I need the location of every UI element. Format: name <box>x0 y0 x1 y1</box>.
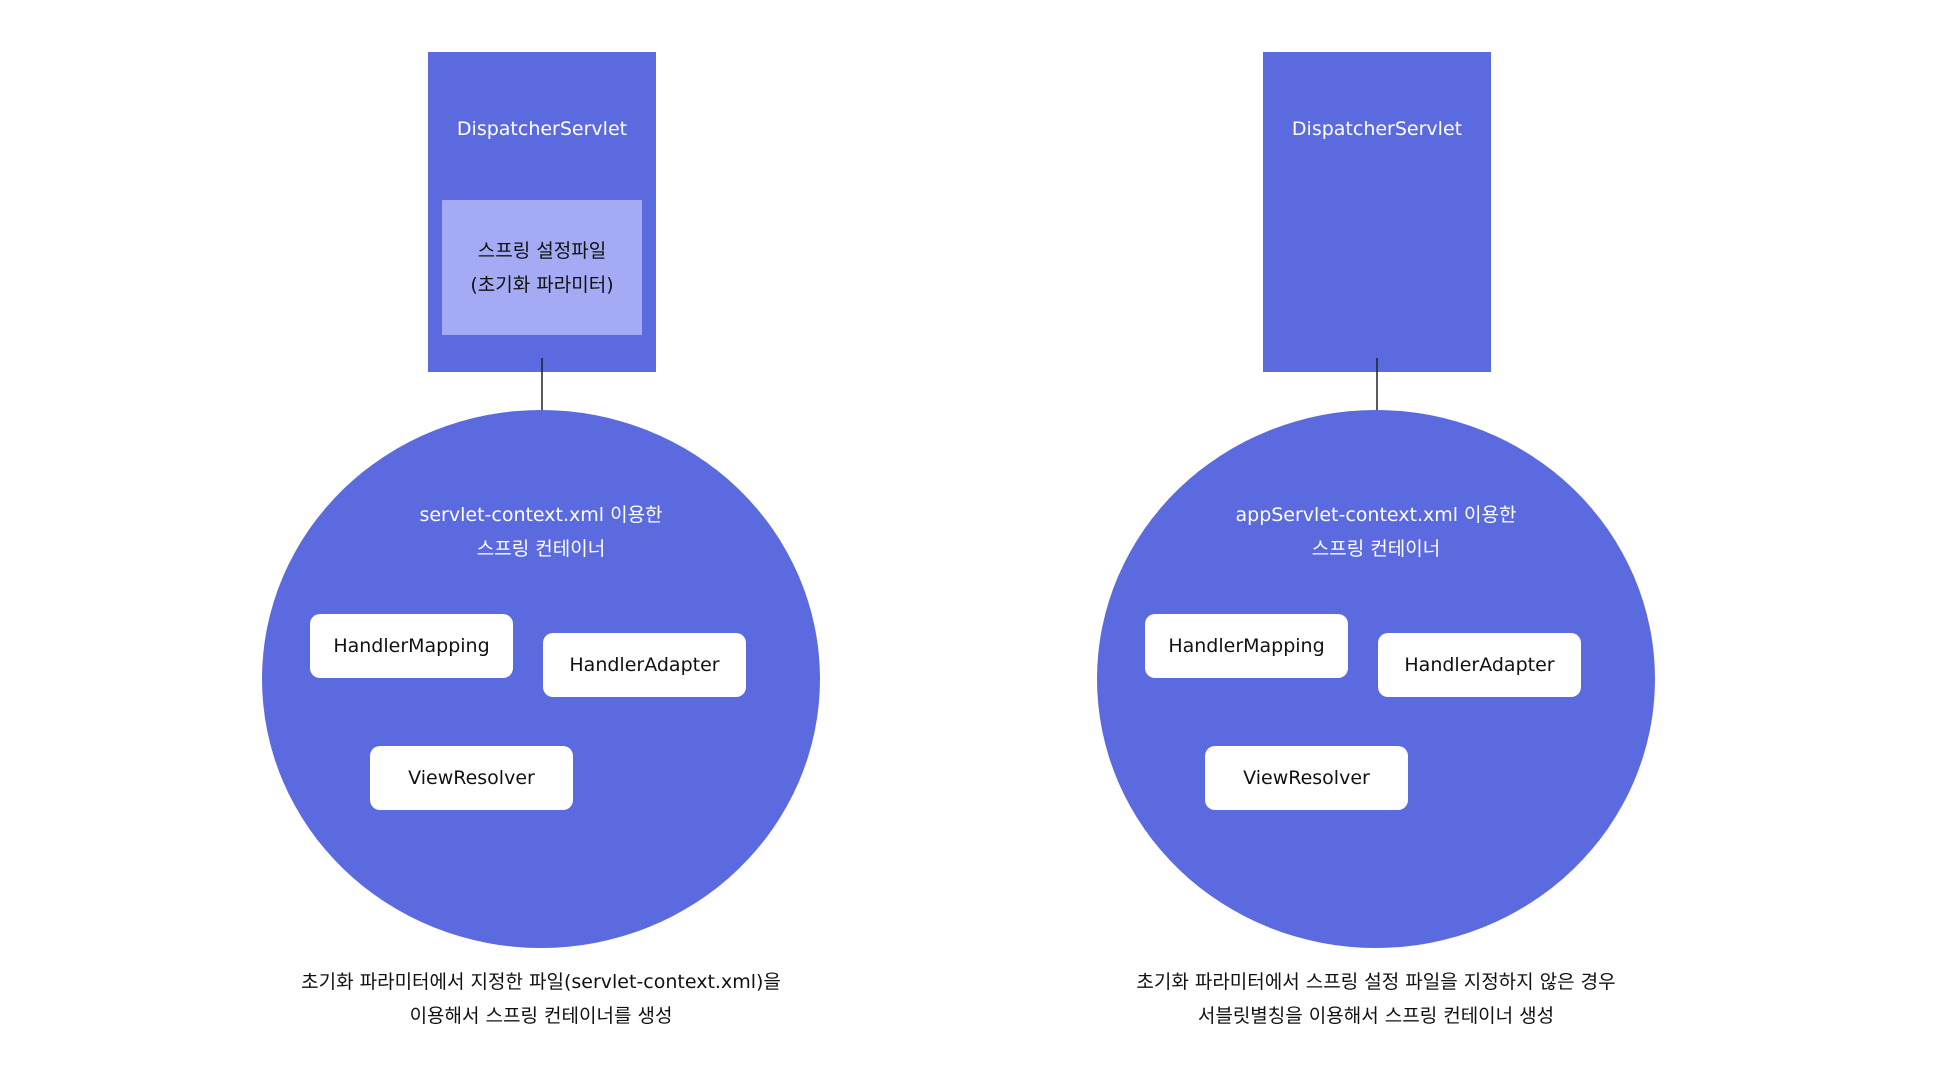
caption-line1: 초기화 파라미터에서 스프링 설정 파일을 지정하지 않은 경우 <box>1136 971 1616 993</box>
spring-container-circle: appServlet-context.xml 이용한 스프링 컨테이너 Hand… <box>1097 410 1655 948</box>
dispatcher-servlet-box: DispatcherServlet 스프링 설정파일 (초기화 파라미터) <box>428 52 656 372</box>
spring-container-circle: servlet-context.xml 이용한 스프링 컨테이너 Handler… <box>262 410 820 948</box>
caption-line2: 이용해서 스프링 컨테이너를 생성 <box>409 1005 673 1027</box>
handler-adapter-bean: HandlerAdapter <box>1378 633 1581 697</box>
container-title-line1: appServlet-context.xml 이용한 <box>1235 504 1517 526</box>
dispatcher-servlet-label: DispatcherServlet <box>456 118 628 140</box>
diagram-caption: 초기화 파라미터에서 스프링 설정 파일을 지정하지 않은 경우 서블릿별칭을 … <box>1035 965 1717 1033</box>
container-title-line2: 스프링 컨테이너 <box>476 538 606 560</box>
container-title: servlet-context.xml 이용한 스프링 컨테이너 <box>262 498 820 566</box>
diagram-with-init-param: DispatcherServlet 스프링 설정파일 (초기화 파라미터) se… <box>200 52 882 1033</box>
config-box-line2: (초기화 파라미터) <box>470 273 614 296</box>
handler-adapter-bean: HandlerAdapter <box>543 633 746 697</box>
dispatcher-servlet-box: DispatcherServlet <box>1263 52 1491 372</box>
container-title-line1: servlet-context.xml 이용한 <box>419 504 663 526</box>
diagram-caption: 초기화 파라미터에서 지정한 파일(servlet-context.xml)을 … <box>200 965 882 1033</box>
view-resolver-bean: ViewResolver <box>1205 746 1408 810</box>
caption-line1: 초기화 파라미터에서 지정한 파일(servlet-context.xml)을 <box>301 971 781 993</box>
config-box-line1: 스프링 설정파일 <box>477 239 607 262</box>
diagram-with-servlet-alias: DispatcherServlet appServlet-context.xml… <box>835 0 1805 1080</box>
handler-mapping-bean: HandlerMapping <box>1145 614 1348 678</box>
handler-mapping-bean: HandlerMapping <box>310 614 513 678</box>
caption-line2: 서블릿별칭을 이용해서 스프링 컨테이너 생성 <box>1197 1005 1555 1027</box>
container-title-line2: 스프링 컨테이너 <box>1311 538 1441 560</box>
spring-config-file-box: 스프링 설정파일 (초기화 파라미터) <box>442 200 642 335</box>
container-title: appServlet-context.xml 이용한 스프링 컨테이너 <box>1097 498 1655 566</box>
view-resolver-bean: ViewResolver <box>370 746 573 810</box>
dispatcher-servlet-label: DispatcherServlet <box>1291 118 1463 140</box>
